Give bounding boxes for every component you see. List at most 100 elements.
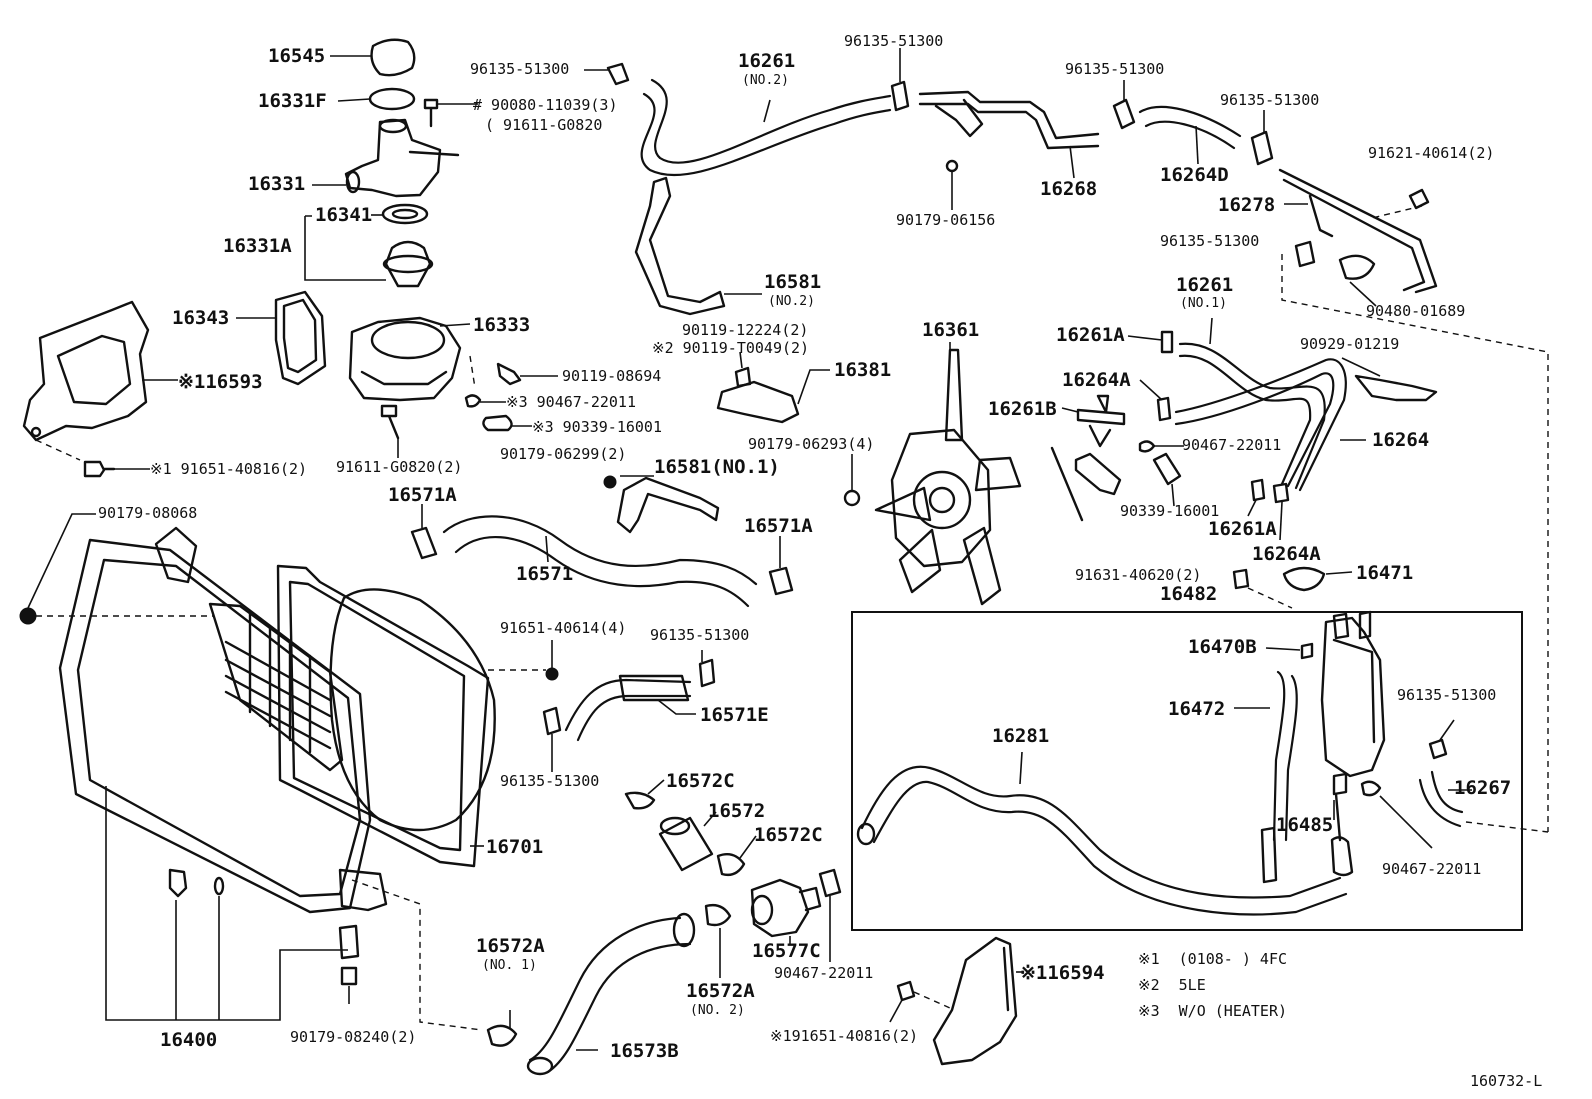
gasket-16343	[236, 290, 327, 386]
label-16343: 16343	[172, 307, 230, 329]
label-16572A-no1-sub: (NO. 1)	[482, 958, 537, 973]
label-90929-01219: 90929-01219	[1300, 335, 1400, 353]
label-16572: 16572	[708, 800, 766, 822]
label-16331A: 16331A	[223, 235, 292, 257]
label-91651-40816-left: ※1 91651-40816(2)	[150, 460, 308, 478]
label-90467-22011-bottom: 90467-22011	[774, 964, 874, 982]
clamp-96135-1	[584, 62, 630, 86]
label-16571A-right: 16571A	[744, 515, 813, 537]
label-16701: 16701	[486, 836, 544, 858]
figure-id: 160732-L	[1470, 1072, 1543, 1090]
label-16581-no2-sub: (NO.2)	[768, 294, 815, 309]
label-16577C: 16577C	[752, 940, 821, 962]
label-91651-40816-bottom: ※191651-40816(2)	[770, 1027, 919, 1045]
hose-16267	[1360, 719, 1549, 849]
label-16361: 16361	[922, 319, 980, 341]
label-90179-08240: 90179-08240(2)	[290, 1028, 417, 1046]
label-91621-40614: 91621-40614(2)	[1368, 144, 1495, 162]
note-3: ※3 W/O (HEATER)	[1138, 1004, 1287, 1019]
fan-16361	[874, 342, 1022, 606]
hose-16281	[856, 751, 1348, 916]
hose-16472	[1234, 670, 1298, 884]
hose-16264D	[1138, 105, 1242, 165]
note-2-text: 5LE	[1178, 976, 1206, 994]
label-16333: 16333	[473, 314, 531, 336]
nut-90179-08068	[19, 513, 214, 625]
label-16545: 16545	[268, 45, 326, 67]
label-96135-51300-4: 96135-51300	[1220, 91, 1320, 109]
plug-90339-right	[1050, 440, 1184, 522]
label-16571: 16571	[516, 563, 574, 585]
bracket-16581-no1	[603, 475, 720, 534]
label-96135-51300-8: 96135-51300	[1397, 686, 1497, 704]
label-90119-T0049: ※2 90119-T0049(2)	[652, 339, 810, 357]
label-90339-16001-left: ※3 90339-16001	[532, 418, 662, 436]
label-16572A-no2: 16572A	[686, 980, 755, 1002]
label-16572C-b: 16572C	[754, 824, 823, 846]
label-96135-51300-1: 96135-51300	[470, 60, 570, 78]
label-96135-51300-2: 96135-51300	[844, 32, 944, 50]
label-16261-no2: 16261	[738, 50, 796, 72]
label-16261B: 16261B	[988, 398, 1057, 420]
label-16261A-top: 16261A	[1056, 324, 1125, 346]
bracket-16581-no2	[634, 176, 762, 316]
label-90119-12224: 90119-12224(2)	[682, 321, 809, 339]
label-16482: 16482	[1160, 583, 1218, 605]
label-16264A-top: 16264A	[1062, 369, 1131, 391]
label-91611-G0820-top: ( 91611-G0820	[485, 116, 603, 134]
thermostat-16331A	[304, 215, 434, 288]
hose-16572-group	[624, 779, 757, 877]
note-1-mark: ※1	[1138, 950, 1160, 968]
label-96135-51300-7: 96135-51300	[500, 772, 600, 790]
bolt-90080	[423, 98, 478, 128]
label-16572A-no2-sub: (NO. 2)	[690, 1003, 745, 1018]
pipe-16278	[1278, 168, 1438, 307]
label-16264A-bottom: 16264A	[1252, 543, 1321, 565]
bracket-90929	[1341, 357, 1438, 402]
label-16331: 16331	[248, 173, 306, 195]
label-90339-16001-right: 90339-16001	[1120, 502, 1220, 520]
label-16261-no2-sub: (NO.2)	[742, 73, 789, 88]
label-96135-51300-6: 96135-51300	[650, 626, 750, 644]
label-16264: 16264	[1372, 429, 1430, 451]
hose-16485	[1330, 772, 1354, 877]
water-inlet-16333	[348, 316, 476, 402]
label-16268: 16268	[1040, 178, 1098, 200]
label-90179-08068: 90179-08068	[98, 504, 198, 522]
label-91631-40620: 91631-40620(2)	[1075, 566, 1202, 584]
pipe-16571E	[542, 640, 716, 772]
label-16331F: 16331F	[258, 90, 327, 112]
label-16261A-bottom: 16261A	[1208, 518, 1277, 540]
label-16264D: 16264D	[1160, 164, 1229, 186]
clip-16261A-top	[1127, 330, 1174, 354]
nut-90179-06293	[843, 454, 861, 507]
label-16471: 16471	[1356, 562, 1414, 584]
note-3-mark: ※3	[1138, 1002, 1160, 1020]
label-16594: ※116594	[1020, 962, 1105, 984]
bracket-16594	[889, 936, 1024, 1066]
seal-16341	[371, 203, 429, 225]
label-90467-22011-tank: 90467-22011	[1382, 860, 1482, 878]
hose-16261-no1	[1178, 317, 1326, 490]
label-90080-11039: # 90080-11039(3)	[473, 96, 618, 114]
label-90119-08694: 90119-08694	[562, 367, 662, 385]
clip-16264A-top	[1139, 379, 1172, 422]
label-16470B: 16470B	[1188, 636, 1257, 658]
clips-16261A-16264A-bot	[1247, 478, 1290, 541]
label-16472: 16472	[1168, 698, 1226, 720]
drain-cock-16261B	[1061, 394, 1126, 448]
note-3-text: W/O (HEATER)	[1178, 1002, 1288, 1020]
label-90467-22011-left: ※3 90467-22011	[506, 393, 636, 411]
hose-16264	[1174, 358, 1366, 492]
clamp-96135-5	[1281, 240, 1549, 832]
label-90467-22011-right: 90467-22011	[1182, 436, 1282, 454]
label-16581-no1: 16581(NO.1)	[654, 456, 780, 478]
cap-16471	[1232, 566, 1353, 609]
label-16571A-left: 16571A	[388, 484, 457, 506]
hose-16573B	[486, 903, 732, 1076]
water-outlet-16331	[312, 118, 460, 198]
clamp-96135-4	[1250, 110, 1274, 166]
label-16267: 16267	[1454, 777, 1512, 799]
